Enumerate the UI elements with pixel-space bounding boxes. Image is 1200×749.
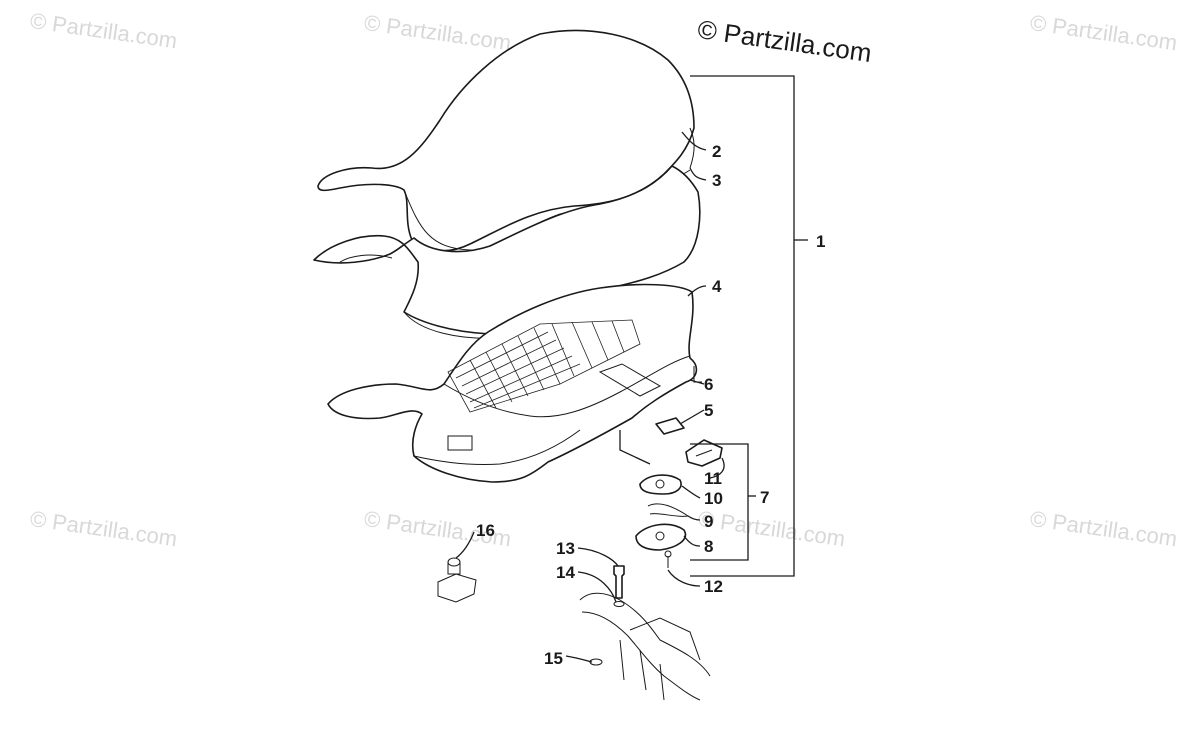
callout-12: 12 (704, 577, 723, 596)
callout-13: 13 (556, 539, 575, 558)
latch-part-11[interactable] (685, 439, 723, 467)
spring-part-9[interactable] (647, 503, 690, 517)
leader-lines (455, 75, 808, 663)
washer-part-14[interactable] (613, 601, 625, 607)
callout-9: 9 (704, 512, 713, 531)
callout-11: 11 (704, 469, 722, 488)
callout-3: 3 (712, 171, 721, 190)
screw-part-12[interactable] (664, 550, 672, 568)
callout-6: 6 (704, 375, 713, 394)
callout-15: 15 (544, 649, 563, 668)
callout-2: 2 (712, 142, 721, 161)
callout-10: 10 (704, 489, 723, 508)
plate-part-10[interactable] (639, 474, 682, 495)
bumper-part-16[interactable] (437, 557, 477, 603)
stud-part-13[interactable] (613, 565, 625, 599)
callout-7: 7 (760, 488, 769, 507)
callout-5: 5 (704, 401, 713, 420)
callout-4: 4 (712, 277, 722, 296)
seat-base-part[interactable] (327, 283, 698, 483)
callout-16: 16 (476, 521, 495, 540)
bracket-part-5[interactable] (655, 417, 685, 435)
plate-part-8[interactable] (635, 523, 687, 551)
frame-part (579, 592, 711, 701)
callout-14: 14 (556, 563, 575, 582)
callout-1: 1 (816, 232, 825, 251)
callout-8: 8 (704, 537, 713, 556)
